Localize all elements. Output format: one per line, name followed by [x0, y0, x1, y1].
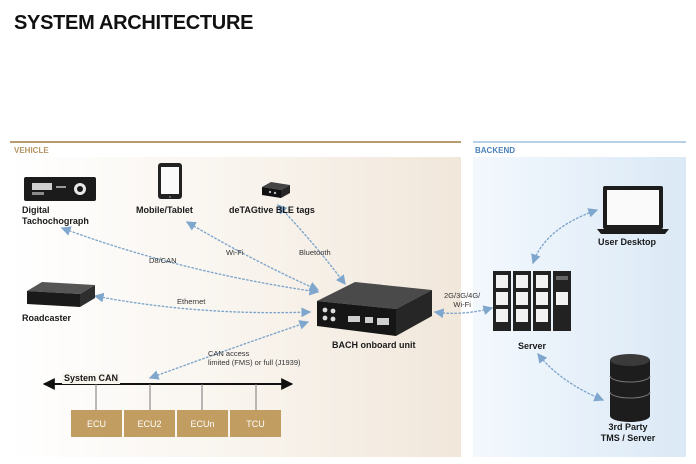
server-icon: [493, 271, 571, 331]
database-icon: [609, 354, 651, 422]
cellular-label: 2G/3G/4G/ Wi-Fi: [444, 291, 480, 309]
tms-label: 3rd Party TMS / Server: [596, 422, 660, 444]
connector-roadcaster-bach: [93, 292, 312, 318]
connector-can-bach: [148, 320, 310, 380]
cellular-line-2: Wi-Fi: [453, 300, 471, 309]
bach-unit-icon: [317, 282, 432, 336]
ecun-box: ECUn: [177, 410, 228, 437]
bluetooth-label: Bluetooth: [299, 248, 331, 257]
tachograph-label-line-2: Tachochograph: [22, 216, 89, 226]
tachograph-icon: [24, 177, 96, 201]
connector-tachograph-bach: [60, 226, 320, 296]
connector-ble-bach: [277, 204, 346, 285]
connector-server-tms: [537, 353, 605, 402]
server-label: Server: [518, 341, 547, 351]
backend-section-label: BACKEND: [475, 146, 515, 155]
system-can-bus: [42, 378, 294, 410]
ethernet-label: Ethernet: [177, 297, 206, 306]
mobile-label: Mobile/Tablet: [136, 205, 193, 215]
desktop-label: User Desktop: [598, 237, 657, 247]
vehicle-section-label: VEHICLE: [14, 146, 49, 155]
tms-label-line-1: 3rd Party: [608, 422, 648, 432]
tms-label-line-2: TMS / Server: [600, 433, 656, 443]
tablet-icon: [158, 163, 182, 199]
connector-bach-server: [433, 305, 494, 319]
connector-server-desktop: [531, 208, 599, 265]
backend-section-rule: [473, 141, 686, 143]
db-can-label: D8/CAN: [149, 256, 177, 265]
ecu2-box: ECU2: [124, 410, 175, 437]
wifi-label: Wi-Fi: [226, 248, 244, 257]
ble-tag-icon: [262, 182, 290, 198]
can-access-label: CAN access limited (FMS) or full (J1939): [208, 349, 301, 367]
ble-tags-label: deTAGtive BLE tags: [229, 205, 315, 215]
system-can-label: System CAN: [62, 373, 121, 384]
laptop-icon: [597, 186, 669, 234]
bach-label: BACH onboard unit: [332, 340, 416, 350]
ecu-box: ECU: [71, 410, 122, 437]
can-access-line-2: limited (FMS) or full (J1939): [208, 358, 301, 367]
cellular-line-1: 2G/3G/4G/: [444, 291, 481, 300]
can-access-line-1: CAN access: [208, 349, 250, 358]
vehicle-section-rule: [10, 141, 461, 143]
tachograph-label-line-1: Digital: [22, 205, 50, 215]
roadcaster-icon: [27, 282, 95, 307]
page-title: SYSTEM ARCHITECTURE: [14, 12, 254, 34]
roadcaster-label: Roadcaster: [22, 313, 72, 323]
tachograph-label: Digital Tachochograph: [22, 205, 89, 227]
tcu-box: TCU: [230, 410, 281, 437]
